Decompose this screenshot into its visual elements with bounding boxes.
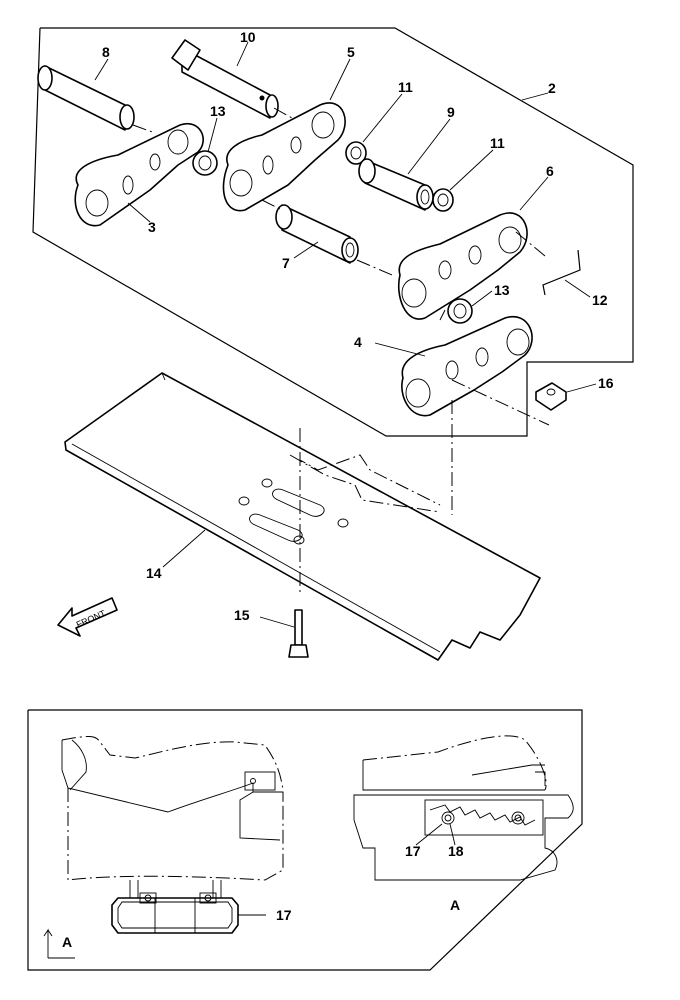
link-4: [401, 315, 533, 417]
section-a-label: A: [450, 897, 460, 913]
view-a-label: A: [62, 934, 72, 950]
callout-9: 9: [447, 104, 455, 120]
alignment-lines: [132, 107, 550, 595]
callout-13-lower: 13: [494, 282, 510, 298]
front-arrow: FRONT: [57, 597, 118, 637]
callout-12: 12: [592, 292, 608, 308]
callout-16: 16: [598, 375, 614, 391]
detail-left-view: [61, 736, 284, 899]
view-a-arrow: [43, 928, 75, 959]
bushing-7: [275, 204, 359, 264]
callout-15: 15: [234, 607, 250, 623]
callout-17-left: 17: [276, 907, 292, 923]
callout-5: 5: [347, 44, 355, 60]
callout-2: 2: [548, 80, 556, 96]
nut-16: [535, 382, 567, 411]
seal-13-lower: [447, 298, 473, 324]
detail-right-view: [353, 735, 574, 881]
guard-17-left: [111, 892, 266, 934]
callout-13-upper: 13: [210, 103, 226, 119]
callout-11-left: 11: [398, 79, 413, 95]
callout-17-right: 17: [405, 843, 421, 859]
track-shoe-14: [64, 372, 541, 661]
callout-18: 18: [448, 843, 464, 859]
detail-frame: [27, 709, 583, 971]
callout-3: 3: [148, 219, 156, 235]
link-assembly-outline: [32, 27, 634, 437]
callout-leaders: [94, 41, 597, 628]
bolt-15: [288, 609, 309, 658]
bushing-9: [358, 158, 434, 211]
seal-11-left: [345, 141, 367, 165]
callout-10: 10: [240, 29, 256, 45]
seal-11-right: [432, 188, 454, 212]
callout-8: 8: [102, 44, 110, 60]
link-6: [398, 212, 528, 320]
callout-4: 4: [354, 334, 362, 350]
callout-14: 14: [146, 565, 162, 581]
pin-8: [37, 65, 135, 131]
link-5: [222, 102, 346, 212]
callout-7: 7: [282, 255, 290, 271]
callout-11-right: 11: [490, 135, 505, 151]
callout-6: 6: [546, 163, 554, 179]
pin-10: [171, 39, 279, 119]
seal-13-upper: [192, 150, 218, 176]
link-3: [74, 122, 204, 227]
pin-12: [542, 249, 581, 296]
